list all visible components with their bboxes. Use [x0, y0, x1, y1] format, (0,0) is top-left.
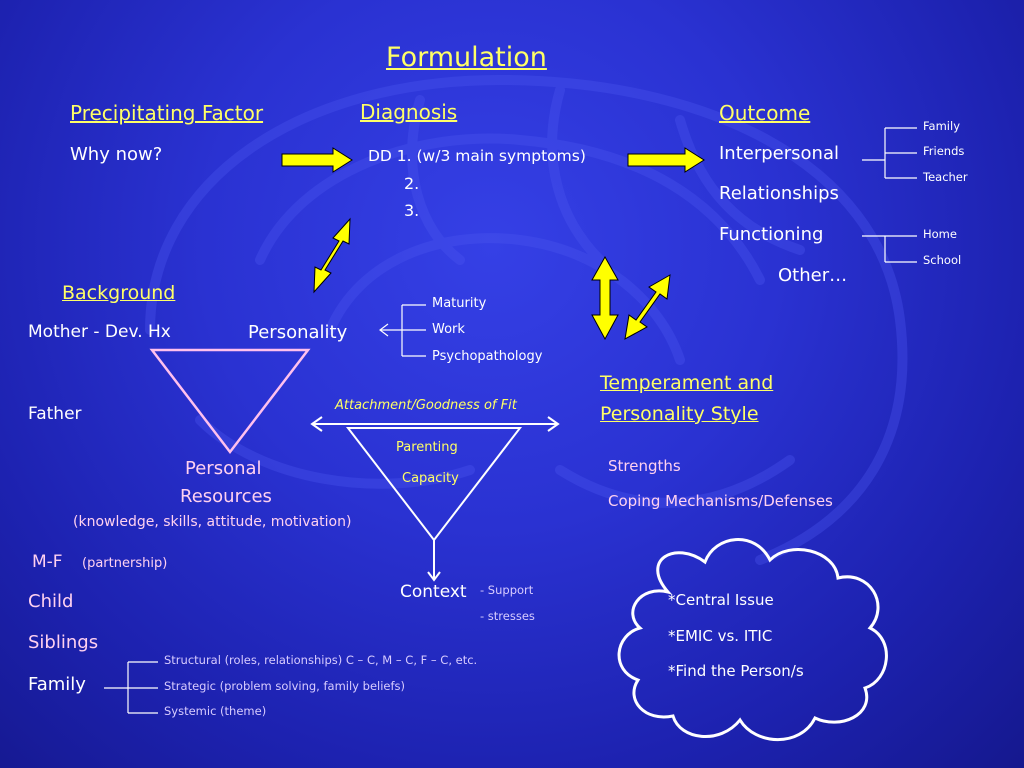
personality-branch-lines	[379, 304, 426, 357]
diagnosis-heading: Diagnosis	[360, 100, 458, 124]
attachment-arrow	[310, 416, 560, 432]
family-text: Family	[28, 674, 86, 695]
cloud-shape	[617, 538, 888, 741]
coping-text: Coping Mechanisms/Defenses	[608, 492, 833, 510]
father-text: Father	[28, 404, 82, 424]
other-text: Other…	[778, 265, 848, 286]
personal-text: Personal	[185, 458, 262, 479]
context-text: Context	[400, 582, 467, 602]
siblings-text: Siblings	[28, 632, 99, 653]
dd1-text: DD 1. (w/3 main symptoms)	[368, 147, 586, 165]
mf-detail-text: (partnership)	[82, 556, 168, 571]
family-structural: Structural (roles, relationships) C – C,…	[164, 653, 478, 667]
temperament-heading-1: Temperament and	[600, 372, 774, 394]
stresses-text: - stresses	[480, 609, 535, 623]
arrow-diagnosis-to-outcome	[627, 147, 705, 173]
why-now-text: Why now?	[70, 144, 163, 165]
capacity-text: Capacity	[402, 471, 459, 486]
family-systemic: Systemic (theme)	[164, 704, 267, 718]
outcome-heading: Outcome	[719, 101, 811, 125]
cloud-central-issue: *Central Issue	[668, 591, 774, 609]
personal-resources-triangle	[149, 348, 311, 455]
attachment-label: Attachment/Goodness of Fit	[335, 398, 517, 413]
branch-maturity: Maturity	[432, 296, 487, 311]
arrow-vertical-outcome-temperament	[591, 255, 619, 341]
resources-detail-text: (knowledge, skills, attitude, motivation…	[73, 514, 352, 530]
cloud-find-person: *Find the Person/s	[668, 662, 804, 680]
personality-text: Personality	[248, 322, 348, 343]
dd3-text: 3.	[404, 201, 420, 220]
branch-teacher: Teacher	[923, 170, 968, 184]
mf-text: M-F	[32, 552, 63, 572]
functioning-text: Functioning	[719, 224, 824, 245]
strengths-text: Strengths	[608, 457, 681, 475]
temperament-heading-2: Personality Style	[600, 403, 759, 425]
branch-friends: Friends	[923, 144, 965, 158]
family-branch-lines	[104, 661, 158, 714]
arrow-diagnosis-background	[313, 217, 351, 294]
precipitating-factor-heading: Precipitating Factor	[70, 101, 264, 125]
child-text: Child	[28, 591, 74, 612]
family-strategic: Strategic (problem solving, family belie…	[164, 679, 406, 693]
dd2-text: 2.	[404, 174, 420, 193]
functioning-branch-lines	[862, 235, 917, 263]
background-heading: Background	[62, 282, 176, 304]
arrow-diagonal-outcome-temperament	[624, 274, 671, 340]
page-title: Formulation	[386, 42, 547, 73]
cloud-emic-itic: *EMIC vs. ITIC	[668, 627, 773, 645]
interpersonal-text: Interpersonal	[719, 143, 839, 164]
branch-family: Family	[923, 119, 961, 133]
interpersonal-branch-lines	[862, 127, 917, 179]
branch-home: Home	[923, 227, 957, 241]
parenting-text: Parenting	[396, 440, 458, 455]
branch-psychopathology: Psychopathology	[432, 349, 543, 364]
parenting-triangle	[345, 427, 523, 582]
support-text: - Support	[480, 583, 534, 597]
branch-work: Work	[432, 322, 465, 337]
arrow-why-now-to-diagnosis	[281, 147, 353, 173]
resources-text: Resources	[180, 486, 272, 507]
mother-dev-hx-text: Mother - Dev. Hx	[28, 322, 171, 342]
relationships-text: Relationships	[719, 183, 839, 204]
branch-school: School	[923, 253, 962, 267]
